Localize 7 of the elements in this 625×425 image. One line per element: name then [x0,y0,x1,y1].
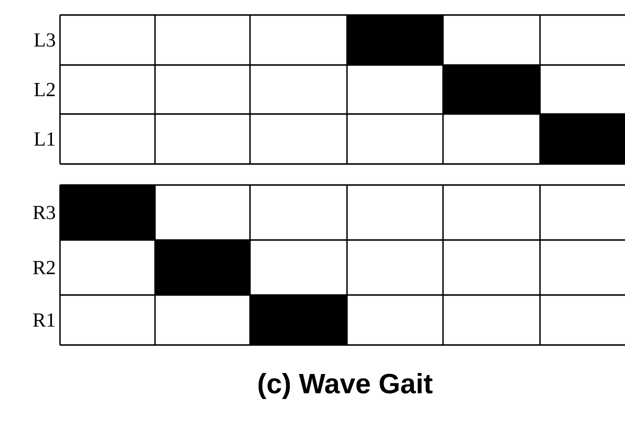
row-label: L3 [34,33,56,47]
row-label: R1 [33,313,55,327]
row-label: L1 [34,132,55,146]
row-label: R2 [33,260,55,274]
row-label: R3 [33,206,56,220]
caption: (c) Wave Gait [258,373,432,399]
row-label: L2 [34,82,55,96]
